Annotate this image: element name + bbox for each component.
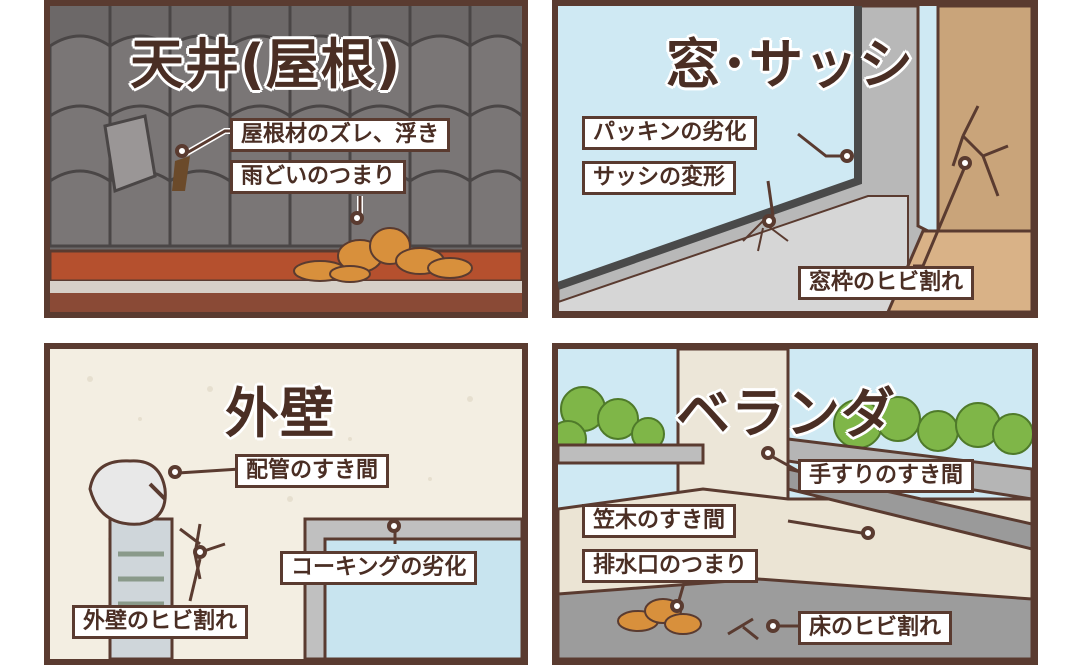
window-panel: 窓･サッシ パッキンの劣化 サッシの変形 窓枠のヒビ割れ xyxy=(552,0,1038,318)
wall-title: 外壁 xyxy=(225,382,335,445)
roof-illustration xyxy=(50,6,522,312)
veranda-panel: ベランダ 手すりのすき間 笠木のすき間 排水口のつまり 床のヒビ割れ xyxy=(552,343,1038,665)
label-frame-crack: 窓枠のヒビ割れ xyxy=(798,266,975,300)
label-gutter-clog: 雨どいのつまり xyxy=(230,160,407,194)
veranda-marker-floor xyxy=(766,619,780,633)
roof-marker-gutter xyxy=(350,211,364,225)
label-sash-deformation: サッシの変形 xyxy=(582,161,737,195)
veranda-title: ベランダ xyxy=(676,382,896,445)
label-packing-degradation: パッキンの劣化 xyxy=(582,116,758,150)
wall-marker-crack xyxy=(193,545,207,559)
label-coping-gap: 笠木のすき間 xyxy=(582,504,737,538)
label-roof-shift: 屋根材のズレ、浮き xyxy=(230,118,451,152)
label-pipe-gap: 配管のすき間 xyxy=(235,454,390,488)
roof-marker-shift xyxy=(175,144,189,158)
window-title: 窓･サッシ xyxy=(666,33,914,96)
label-wall-crack: 外壁のヒビ割れ xyxy=(72,605,249,639)
veranda-marker-handrail xyxy=(761,446,775,460)
wall-marker-caulking xyxy=(387,519,401,533)
window-marker-packing xyxy=(840,149,854,163)
roof-title: 天井(屋根) xyxy=(130,33,402,96)
window-marker-sash xyxy=(762,214,776,228)
label-handrail-gap: 手すりのすき間 xyxy=(798,459,975,493)
label-floor-crack: 床のヒビ割れ xyxy=(798,611,953,645)
window-marker-frame xyxy=(958,156,972,170)
label-caulking-degradation: コーキングの劣化 xyxy=(280,551,478,585)
veranda-marker-coping xyxy=(861,526,875,540)
wall-panel: 外壁 配管のすき間 コーキングの劣化 外壁のヒビ割れ xyxy=(44,343,528,665)
wall-marker-pipe xyxy=(168,465,182,479)
label-drain-clog: 排水口のつまり xyxy=(582,549,759,583)
roof-panel: 天井(屋根) 屋根材のズレ、浮き 雨どいのつまり xyxy=(44,0,528,318)
veranda-marker-drain xyxy=(670,599,684,613)
